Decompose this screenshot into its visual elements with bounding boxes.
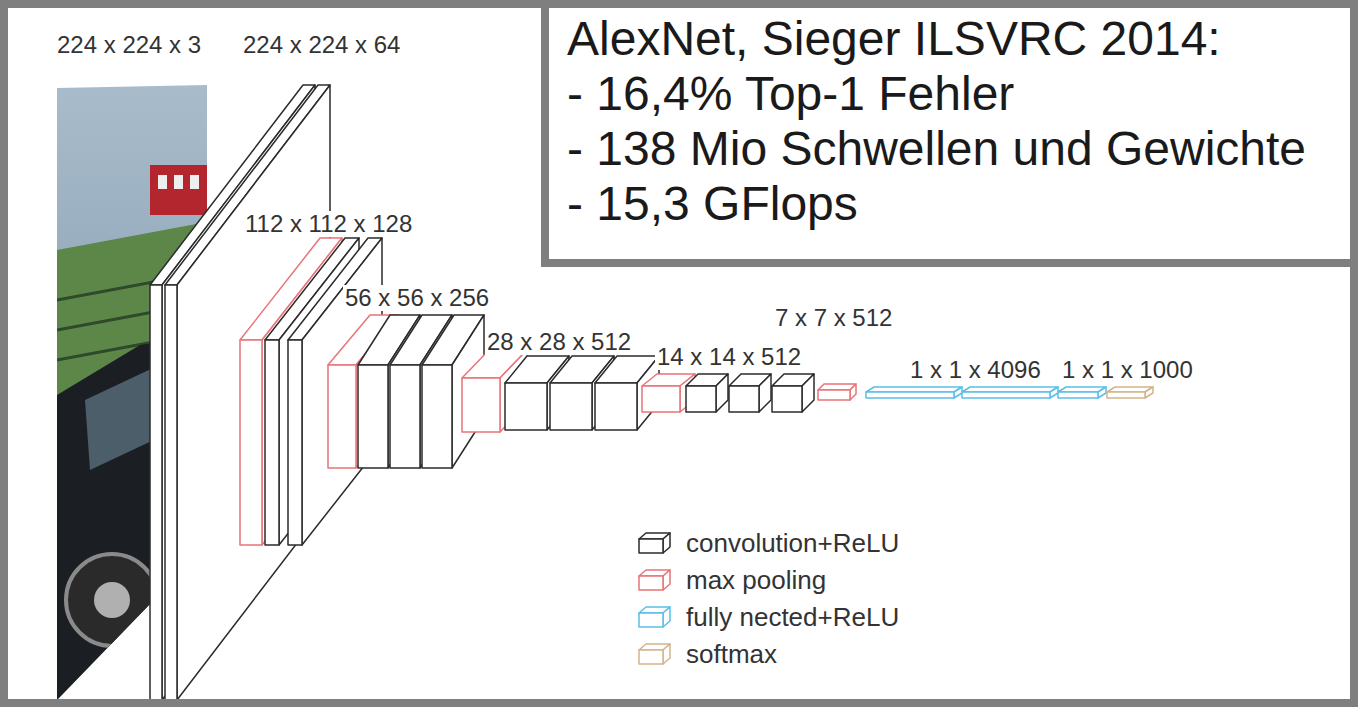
- block-face: [550, 383, 592, 430]
- legend-cube: [639, 570, 670, 590]
- layer-block: [729, 374, 771, 412]
- block-face: [729, 386, 759, 412]
- block-face: [639, 650, 663, 664]
- block-face: [802, 374, 814, 412]
- dimension-label: 224 x 224 x 3: [55, 32, 203, 58]
- legend-row: max pooling: [636, 565, 826, 595]
- block-face: [462, 378, 500, 432]
- image-sign: [158, 175, 167, 189]
- block-face: [954, 387, 962, 398]
- legend-text: convolution+ReLU: [686, 528, 899, 558]
- block-face: [150, 285, 162, 700]
- legend-cube: [639, 533, 670, 553]
- image-sign: [174, 175, 183, 189]
- layer-block: [772, 374, 814, 412]
- dimension-label: 1 x 1 x 1000: [1060, 357, 1195, 383]
- block-face: [240, 340, 262, 545]
- image-wheel-hub: [94, 582, 130, 618]
- block-face: [772, 386, 802, 412]
- block-face: [663, 570, 670, 590]
- block-face: [328, 365, 356, 468]
- block-face: [358, 365, 388, 468]
- block-face: [1050, 387, 1058, 398]
- legend-cube: [639, 644, 670, 664]
- block-face: [639, 613, 663, 627]
- image-sign: [150, 165, 207, 215]
- block-face: [265, 340, 279, 545]
- block-face: [759, 374, 771, 412]
- layer-block: [962, 387, 1058, 398]
- legend-cube: [639, 607, 670, 627]
- legend-swatch: [636, 604, 672, 630]
- block-face: [962, 392, 1050, 398]
- dimension-label: 28 x 28 x 512: [485, 329, 633, 355]
- block-face: [1107, 392, 1145, 398]
- dimension-label: 56 x 56 x 256: [343, 285, 491, 311]
- legend-swatch: [636, 530, 672, 556]
- legend-row: convolution+ReLU: [636, 528, 899, 558]
- info-heading: AlexNet, Sieger ILSVRC 2014:: [567, 11, 1221, 66]
- legend-text: max pooling: [686, 565, 826, 595]
- block-face: [1145, 387, 1153, 398]
- layer-block: [1107, 387, 1153, 398]
- block-face: [422, 365, 452, 468]
- legend-row: softmax: [636, 639, 777, 669]
- block-face: [686, 386, 716, 412]
- dimension-label: 1 x 1 x 4096: [908, 357, 1043, 383]
- legend-swatch: [636, 567, 672, 593]
- block-face: [716, 374, 728, 412]
- dimension-label: 7 x 7 x 512: [773, 305, 894, 331]
- block-face: [663, 607, 670, 627]
- dimension-label: 14 x 14 x 512: [655, 344, 803, 370]
- block-face: [1098, 387, 1106, 398]
- layer-block: [818, 384, 856, 400]
- block-face: [639, 576, 663, 590]
- legend-row: fully nected+ReLU: [636, 602, 899, 632]
- block-face: [390, 365, 420, 468]
- image-sign: [190, 175, 199, 189]
- legend-text: fully nected+ReLU: [686, 602, 899, 632]
- layer-block: [866, 387, 962, 398]
- block-face: [642, 386, 680, 412]
- dimension-label: 224 x 224 x 64: [241, 32, 402, 58]
- legend-text: softmax: [686, 639, 777, 669]
- info-box: AlexNet, Sieger ILSVRC 2014:- 16,4% Top-…: [541, 0, 1358, 267]
- block-face: [663, 644, 670, 664]
- image-wheel: [66, 554, 158, 646]
- layer-block: [686, 374, 728, 412]
- info-line: - 15,3 GFlops: [567, 176, 858, 231]
- legend-swatch: [636, 641, 672, 667]
- layer-block: [1058, 387, 1106, 398]
- dimension-label: 112 x 112 x 128: [243, 211, 414, 237]
- block-face: [1058, 392, 1098, 398]
- block-face: [639, 539, 663, 553]
- block-face: [818, 390, 850, 400]
- block-face: [850, 384, 856, 400]
- block-face: [866, 392, 954, 398]
- block-face: [288, 340, 302, 545]
- block-face: [595, 383, 637, 430]
- block-face: [663, 533, 670, 553]
- block-face: [505, 383, 547, 430]
- info-line: - 16,4% Top-1 Fehler: [567, 66, 1014, 121]
- info-line: - 138 Mio Schwellen und Gewichte: [567, 121, 1306, 176]
- block-face: [165, 285, 177, 700]
